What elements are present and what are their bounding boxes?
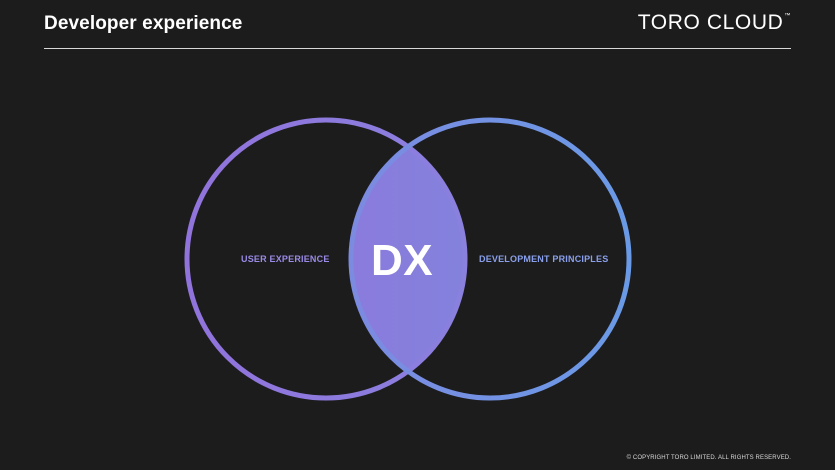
intersection-lens: [353, 122, 463, 396]
header: Developer experience TORO CLOUD™: [44, 0, 791, 49]
toro-cloud-logo: TORO CLOUD™: [638, 11, 791, 35]
left-circle: [184, 117, 468, 401]
right-circle: [348, 117, 632, 401]
development-principles-label: DEVELOPMENT PRINCIPLES: [479, 254, 609, 264]
dx-label: DX: [371, 236, 434, 285]
logo-text: TORO CLOUD: [637, 11, 784, 34]
copyright-notice: © COPYRIGHT TORO LIMITED. ALL RIGHTS RES…: [626, 455, 791, 461]
user-experience-label: USER EXPERIENCE: [241, 254, 330, 264]
logo-trademark: ™: [784, 13, 791, 19]
page-title: Developer experience: [44, 13, 243, 34]
